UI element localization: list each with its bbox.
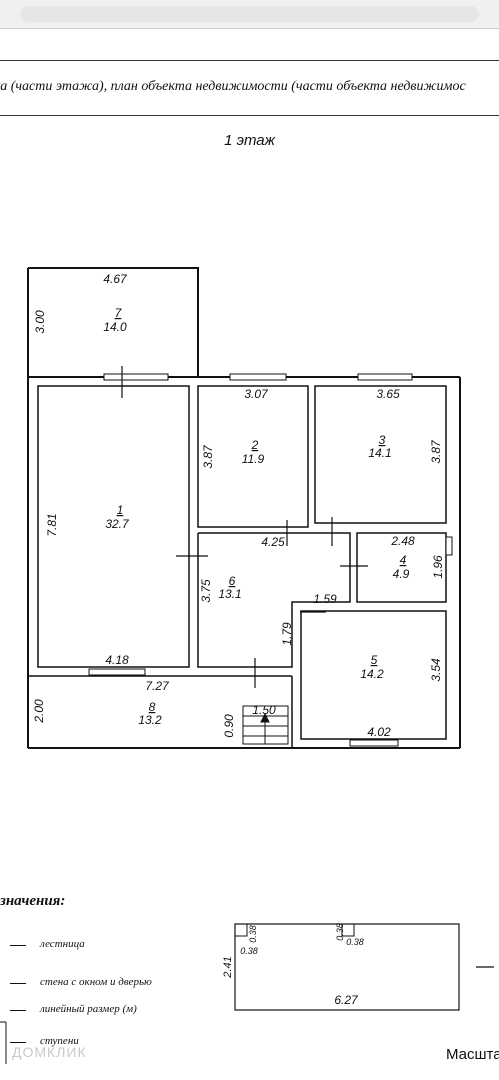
legend-item-stairs: лестница	[0, 937, 220, 955]
room-1-num: 1	[117, 503, 124, 517]
room-4-area: 4.9	[393, 567, 410, 581]
dim-r4-side: 1.96	[431, 555, 445, 579]
labels: 7 14.0 1 32.7 2 11.9 3 14.1 4 4.9 6 13.1…	[32, 272, 445, 1007]
legend-dash	[10, 983, 26, 984]
legend-item-wall: стена с окном и дверью	[0, 975, 220, 993]
aux-small-b1: 0.38	[335, 923, 345, 941]
legend-item-dimension: линейный размер (м)	[0, 1002, 220, 1020]
dim-r5-top: 1.59	[313, 592, 337, 606]
dim-r7-width: 4.67	[103, 272, 128, 286]
aux-small-a2: 0.38	[240, 946, 258, 956]
legend-title: значения:	[0, 893, 66, 909]
header-text: ка (части этажа), план объекта недвижимо…	[0, 79, 466, 94]
aux-left-dim: 2.41	[222, 956, 234, 978]
room-1-area: 32.7	[105, 517, 130, 531]
legend-dash	[10, 1042, 26, 1043]
room-3-area: 14.1	[368, 446, 391, 460]
address-pill	[20, 6, 479, 22]
legend-item-steps: ступени	[0, 1034, 220, 1052]
legend-dash	[10, 945, 26, 946]
legend-dash	[10, 1010, 26, 1011]
dim-r8-side: 2.00	[32, 699, 46, 724]
room-6-area: 13.1	[218, 587, 241, 601]
aux-small-a1: 0.38	[248, 925, 258, 943]
dim-r8-stair-w: 1.50	[252, 703, 276, 717]
dim-r4-top: 2.48	[390, 534, 415, 548]
aux-plan	[234, 923, 494, 1011]
aux-small-b2: 0.38	[346, 937, 364, 947]
legend-label: ступени	[40, 1035, 79, 1047]
stairs	[242, 705, 289, 745]
doors	[121, 366, 368, 688]
room-3-num: 3	[379, 433, 386, 447]
dim-r5-bottom: 4.02	[367, 725, 391, 739]
dim-r6-step: 1.79	[280, 622, 294, 646]
room-2-area: 11.9	[242, 452, 265, 466]
dim-r1-bottom: 4.18	[105, 653, 129, 667]
dim-r6-top: 4.25	[261, 535, 285, 549]
dim-r3-top: 3.65	[376, 387, 400, 401]
floor-title: 1 этаж	[224, 132, 275, 149]
dim-r2-side: 3.87	[201, 444, 215, 469]
legend-marks	[0, 1021, 7, 1064]
dim-r7-height: 3.00	[33, 310, 47, 334]
dim-r5-side: 3.54	[429, 658, 443, 682]
room-5-area: 14.2	[360, 667, 384, 681]
room-8-area: 13.2	[138, 713, 162, 727]
room-2-num: 2	[251, 438, 259, 452]
room-7-num: 7	[115, 306, 123, 320]
dim-r1-height: 7.81	[45, 513, 59, 536]
dim-r8-stair-h: 0.90	[222, 714, 236, 738]
browser-bar	[0, 0, 499, 29]
dim-r3-side: 3.87	[429, 439, 443, 464]
room-5-num: 5	[371, 653, 378, 667]
room-4-num: 4	[400, 553, 407, 567]
walls	[27, 267, 461, 749]
legend-label: линейный размер (м)	[40, 1003, 137, 1015]
aux-bottom-dim: 6.27	[334, 993, 359, 1007]
scale-label: Масшта	[446, 1046, 499, 1063]
room-8-num: 8	[149, 700, 156, 714]
windows	[88, 373, 453, 747]
dim-r6-side: 3.75	[199, 579, 213, 603]
dim-r8-top: 7.27	[145, 679, 170, 693]
document-header: ка (части этажа), план объекта недвижимо…	[0, 60, 499, 116]
dim-r2-top: 3.07	[244, 387, 269, 401]
room-7-area: 14.0	[103, 320, 127, 334]
legend-label: стена с окном и дверью	[40, 976, 152, 988]
legend-label: лестница	[40, 938, 85, 950]
watermark-logo: ДОМКЛИК	[12, 1044, 87, 1060]
room-6-num: 6	[229, 574, 236, 588]
